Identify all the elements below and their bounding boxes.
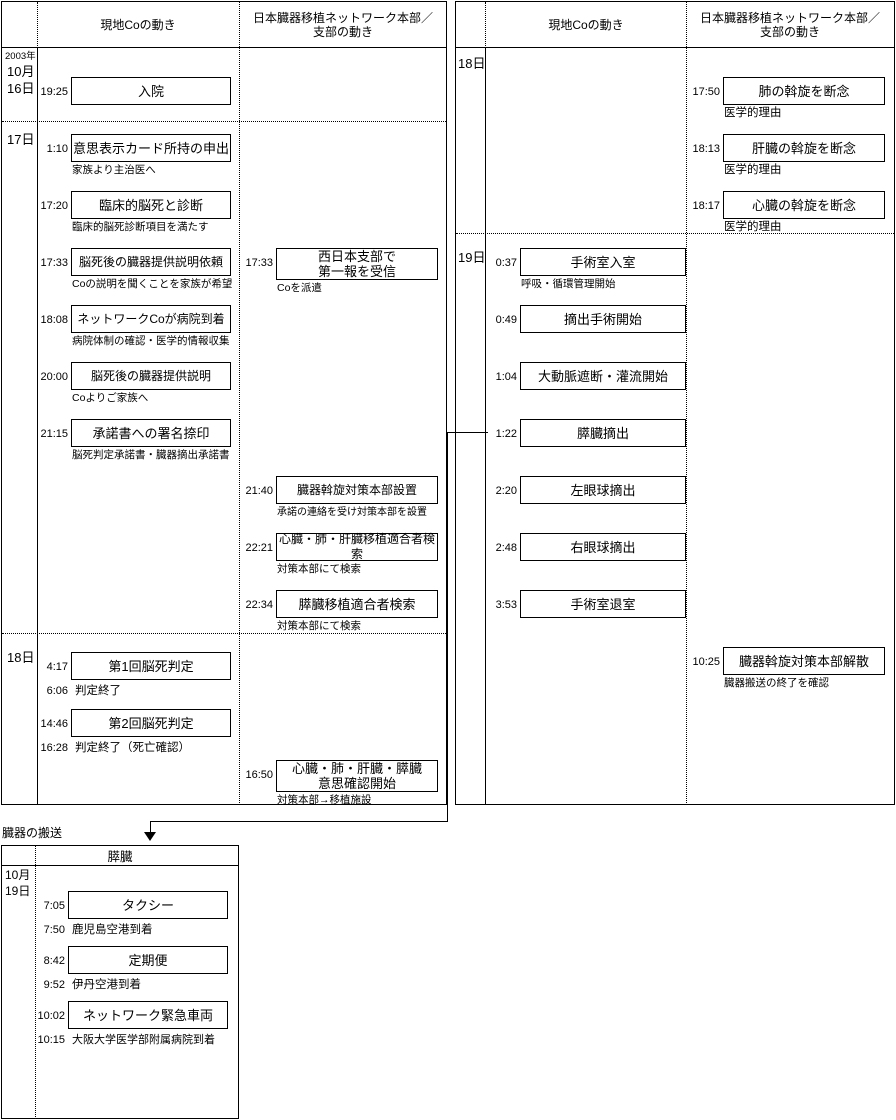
transport-col-divider xyxy=(35,846,36,1119)
plain-row-text: 判定終了 xyxy=(75,685,121,697)
left-col-divider-dotted-2 xyxy=(239,2,240,805)
transport-arrive-text: 鹿児島空港到着 xyxy=(72,924,153,936)
transport-arrive-text: 伊丹空港到着 xyxy=(72,979,141,991)
right-panel: 現地Coの動き 日本臓器移植ネットワーク本部／ 支部の動き 18日 19日 0:… xyxy=(455,1,895,805)
left-day-label-18: 18日 xyxy=(7,650,35,665)
right-day-separator-18-19 xyxy=(456,233,894,234)
left-header-local-co: 現地Coの動き xyxy=(100,18,176,32)
transport-date-day: 19日 xyxy=(5,884,31,898)
connector-horizontal-to-arrow xyxy=(150,821,448,822)
connector-arrowhead-icon xyxy=(144,832,156,841)
transport-arrive-text: 大阪大学医学部附属病院到着 xyxy=(72,1034,215,1046)
left-day-separator-16-17 xyxy=(2,121,446,122)
left-header-network: 日本臓器移植ネットワーク本部／ 支部の動き xyxy=(252,11,433,39)
transport-organ-title: 膵臓 xyxy=(2,846,238,866)
right-col-divider-dotted-1 xyxy=(485,2,486,48)
left-day-label-17: 17日 xyxy=(7,132,35,147)
left-header-bottom-rule xyxy=(2,47,446,48)
left-day-label-16: 16日 xyxy=(7,81,35,96)
transport-date-month: 10月 xyxy=(5,868,31,882)
left-plain-row-0: 6:06 判定終了 xyxy=(34,685,121,697)
right-header-local-co: 現地Coの動き xyxy=(548,18,624,32)
plain-row-time: 16:28 xyxy=(40,742,68,754)
transport-arrive-time: 7:50 xyxy=(43,924,65,936)
transport-arrive-time: 10:15 xyxy=(37,1034,65,1046)
left-day-label-month: 10月 xyxy=(7,64,35,79)
plain-row-time: 6:06 xyxy=(46,685,68,697)
left-panel: 現地Coの動き 日本臓器移植ネットワーク本部／ 支部の動き 2003年 10月 … xyxy=(1,1,447,806)
right-col-divider-dotted-2 xyxy=(686,2,687,805)
left-day-label-year: 2003年 xyxy=(5,51,36,62)
left-day-separator-17-18 xyxy=(2,633,446,634)
connector-horizontal-from-pancreas xyxy=(448,432,488,433)
right-header-network: 日本臓器移植ネットワーク本部／ 支部の動き xyxy=(699,11,880,39)
left-col-divider-dotted-1 xyxy=(37,2,38,48)
right-day-label-18: 18日 xyxy=(458,56,486,71)
connector-vertical-down xyxy=(447,432,448,822)
right-header-bottom-rule xyxy=(456,47,894,48)
left-day-col-divider xyxy=(37,48,38,805)
right-day-label-19: 19日 xyxy=(458,250,486,265)
left-plain-row-1: 16:28 判定終了（死亡確認） xyxy=(34,742,190,754)
transport-caption: 臓器の搬送 xyxy=(2,826,63,840)
plain-row-text: 判定終了（死亡確認） xyxy=(75,742,190,754)
right-day-col-divider xyxy=(485,48,486,805)
transport-arrive-time: 9:52 xyxy=(43,979,65,991)
connector-vertical-to-arrow xyxy=(150,821,151,837)
